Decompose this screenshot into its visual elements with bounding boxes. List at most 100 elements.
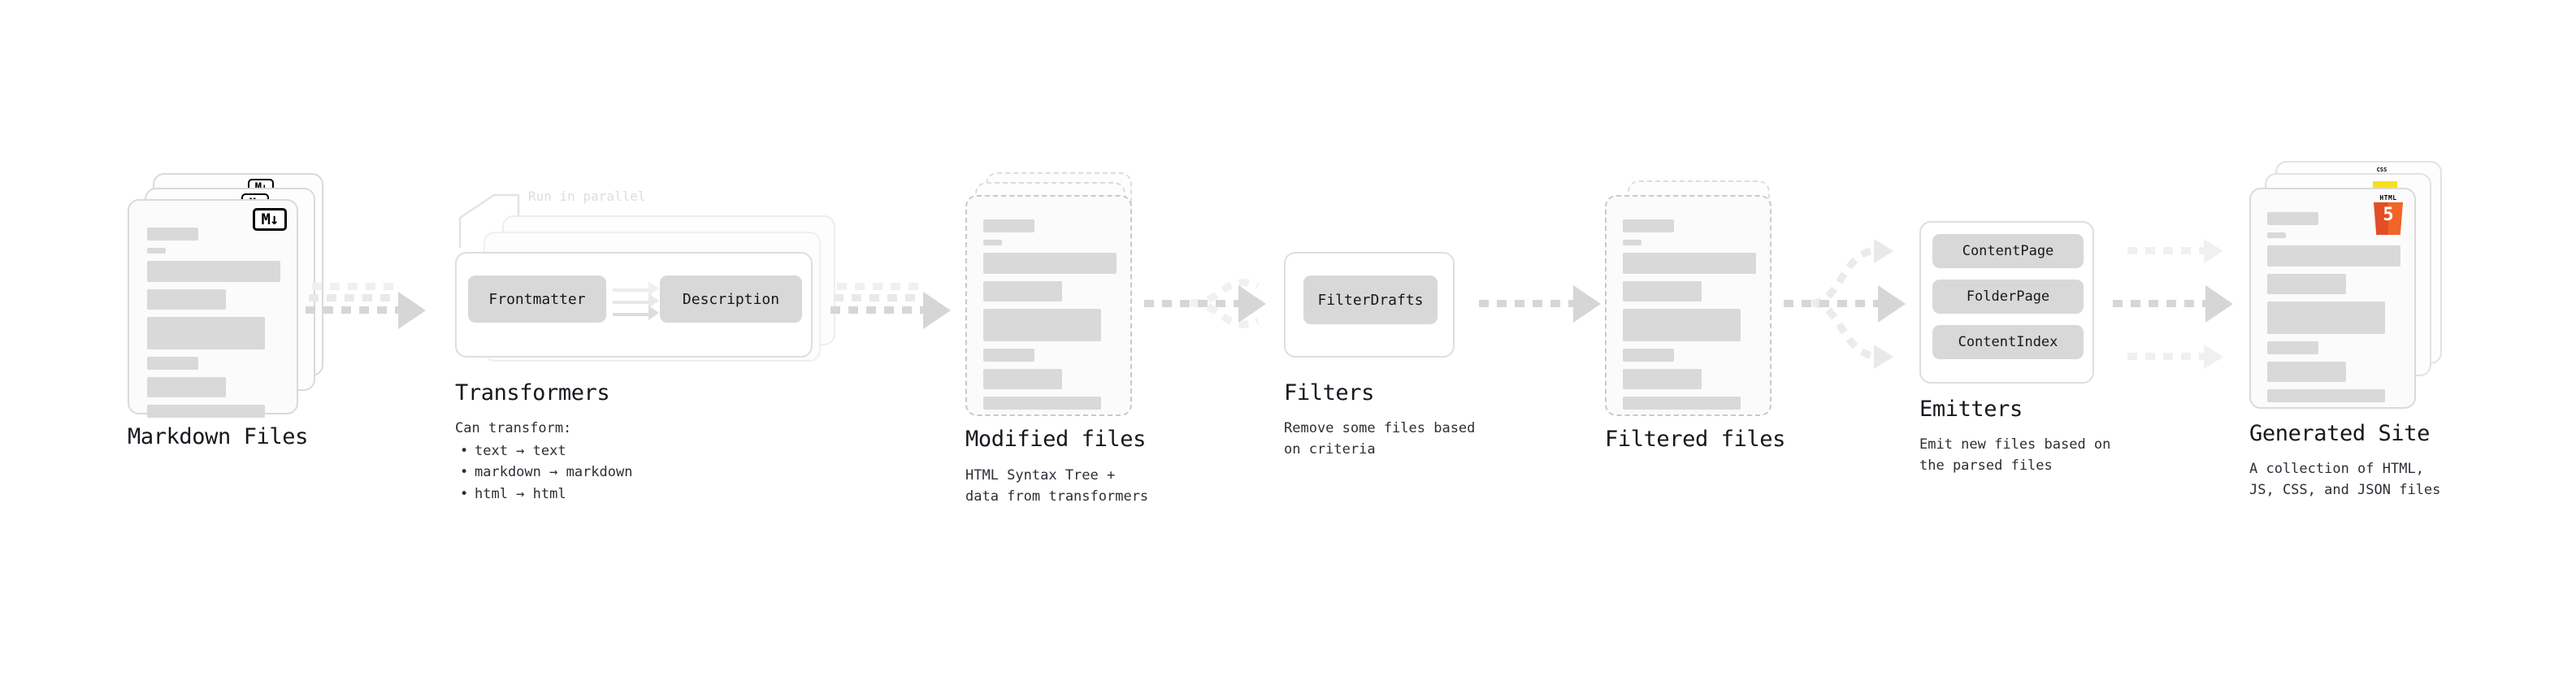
skeleton-line (1623, 253, 1756, 274)
arrow-2-faint-top (837, 283, 925, 290)
skeleton-line (983, 219, 1034, 232)
modified-files-title: Modified files (965, 427, 1146, 452)
html5-icon-caption: HTML (2379, 194, 2397, 202)
skeleton-line (983, 281, 1062, 301)
inner-arrow-mid-head (648, 293, 659, 308)
filtered-files-title: Filtered files (1605, 427, 1785, 452)
skeleton-line (2267, 232, 2286, 238)
transformers-bullet-1: •markdown → markdown (460, 462, 632, 483)
generated-site-subtitle: A collection of HTML, JS, CSS, and JSON … (2249, 461, 2441, 499)
arrow-5-head-mid (1878, 285, 1906, 323)
markdown-files-title: Markdown Files (128, 424, 308, 449)
skeleton-line (2267, 274, 2346, 294)
arrow-6-head-mid (2205, 285, 2233, 323)
emitters-subtitle: Emit new files based on the parsed files (1919, 436, 2111, 475)
transformers-title: Transformers (455, 380, 610, 406)
arrow-2-head (923, 292, 951, 329)
skeleton-line (147, 228, 198, 241)
skeleton-line (983, 253, 1117, 274)
skeleton-line (983, 369, 1062, 389)
skeleton-line (1623, 219, 1674, 232)
skeleton-line (1623, 240, 1641, 245)
skeleton-line (2267, 341, 2318, 354)
arrow-1-faint-mid (309, 294, 400, 301)
transformer-pill-frontmatter[interactable]: Frontmatter (468, 275, 606, 323)
arrow-6-line-mid (2113, 300, 2209, 307)
arrow-6-line-top (2127, 247, 2207, 254)
arrow-3-head (1238, 285, 1266, 323)
split-arrow-down (1811, 299, 1878, 360)
html5-icon-number: 5 (2383, 205, 2394, 225)
bullet-dot: • (460, 443, 469, 459)
arrow-5-head-up (1874, 239, 1893, 263)
modified-card-front[interactable] (965, 195, 1132, 416)
skeleton-line (983, 397, 1101, 410)
arrow-5-head-down (1874, 345, 1893, 369)
skeleton-line (1623, 281, 1702, 301)
inner-arrow-bot-head (648, 306, 659, 320)
html5-icon: HTML 5 (2374, 195, 2403, 235)
arrow-2-line (830, 306, 926, 314)
generated-site-title: Generated Site (2249, 421, 2430, 446)
transformers-bullet-2: •html → html (460, 484, 632, 505)
skeleton-line (2267, 362, 2346, 382)
html5-icon-shield: 5 (2374, 202, 2403, 235)
transformers-bullets: •text → text •markdown → markdown •html … (460, 440, 632, 505)
skeleton-line (2267, 245, 2400, 267)
filters-box[interactable]: FilterDrafts (1284, 252, 1455, 358)
split-arrow-up (1811, 246, 1878, 307)
skeleton-line (147, 377, 226, 397)
arrow-3-line (1144, 300, 1242, 307)
arrow-1-head (398, 292, 426, 329)
filters-title: Filters (1284, 380, 1374, 406)
arrow-1-faint-top (312, 283, 400, 290)
skeleton-line (1623, 369, 1702, 389)
transformer-pill-description[interactable]: Description (660, 275, 802, 323)
markdown-card-front[interactable]: M↓ (128, 199, 298, 418)
skeleton-line (147, 289, 226, 310)
bullet-dot: • (460, 485, 469, 502)
skeleton-line (2267, 301, 2385, 334)
arrow-4-head (1573, 285, 1601, 323)
transformers-bullet-0: •text → text (460, 440, 632, 462)
arrow-6-head-top (2204, 239, 2223, 263)
skeleton-line (983, 309, 1101, 341)
skeleton-line (2267, 212, 2318, 225)
arrow-4-line (1479, 300, 1576, 307)
skeleton-line (983, 349, 1034, 362)
arrow-6-line-bot (2127, 353, 2207, 360)
arrow-2-faint-mid (834, 294, 925, 301)
inner-arrow-top-head (648, 281, 659, 296)
arrow-1-line (306, 306, 401, 314)
run-in-parallel-label: Run in parallel (528, 189, 646, 204)
filter-pill-filterdrafts[interactable]: FilterDrafts (1303, 275, 1438, 324)
filters-subtitle: Remove some files based on criteria (1284, 420, 1476, 458)
skeleton-line (1623, 397, 1741, 410)
emitter-pill-contentindex[interactable]: ContentIndex (1932, 325, 2084, 359)
css-icon-label: CSS (2376, 167, 2387, 173)
emitters-title: Emitters (1919, 397, 2023, 422)
skeleton-line (147, 248, 166, 254)
skeleton-line (147, 405, 265, 418)
skeleton-line (1623, 349, 1674, 362)
transformers-box[interactable]: Frontmatter Description (455, 252, 813, 358)
modified-skeleton-lines (983, 219, 1117, 417)
generated-skeleton-lines (2267, 212, 2400, 410)
filtered-card-front[interactable] (1605, 195, 1772, 416)
arrow-5-line (1784, 300, 1881, 307)
skeleton-line (2267, 389, 2385, 402)
filtered-skeleton-lines (1623, 219, 1756, 417)
emitter-pill-contentpage[interactable]: ContentPage (1932, 234, 2084, 268)
emitters-box[interactable]: ContentPage FolderPage ContentIndex (1919, 221, 2094, 384)
skeleton-line (147, 357, 198, 370)
markdown-skeleton-lines (147, 228, 280, 425)
skeleton-line (147, 261, 280, 282)
arrow-6-head-bot (2204, 345, 2223, 369)
inner-arrow-bot (613, 313, 652, 316)
transformers-subtitle: Can transform: (455, 420, 572, 436)
modified-files-subtitle: HTML Syntax Tree + data from transformer… (965, 467, 1149, 505)
markdown-icon: M↓ (253, 208, 287, 231)
emitter-pill-folderpage[interactable]: FolderPage (1932, 280, 2084, 314)
generated-card-front[interactable]: HTML 5 (2249, 188, 2416, 409)
